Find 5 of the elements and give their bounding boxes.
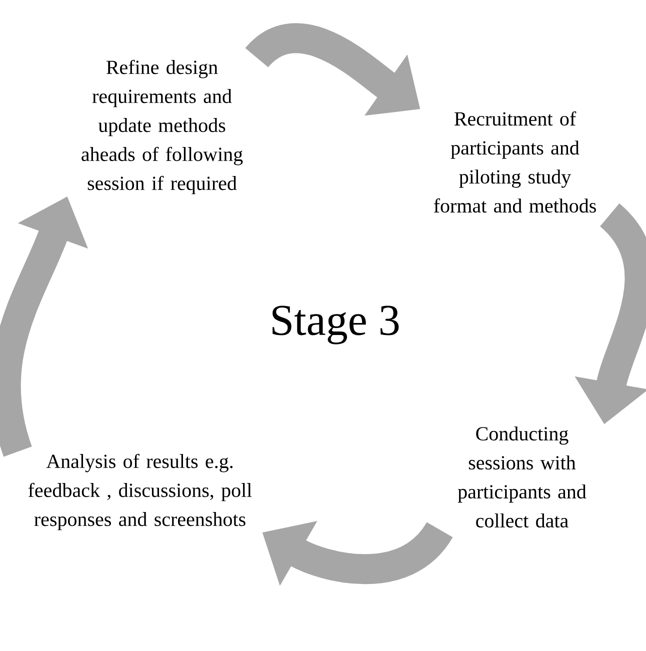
- step-text: Analysis of results e.g. feedback , discussions, poll responses and screenshots: [28, 454, 252, 530]
- step-text: Refine design requirements and update methods aheads of following session if required: [82, 60, 243, 194]
- center-title: Stage 3: [272, 306, 399, 344]
- step-text: Conducting sessions with participants and collect data: [458, 426, 586, 528]
- step-text: Recruitment of participants and piloting study format and methods: [434, 111, 596, 213]
